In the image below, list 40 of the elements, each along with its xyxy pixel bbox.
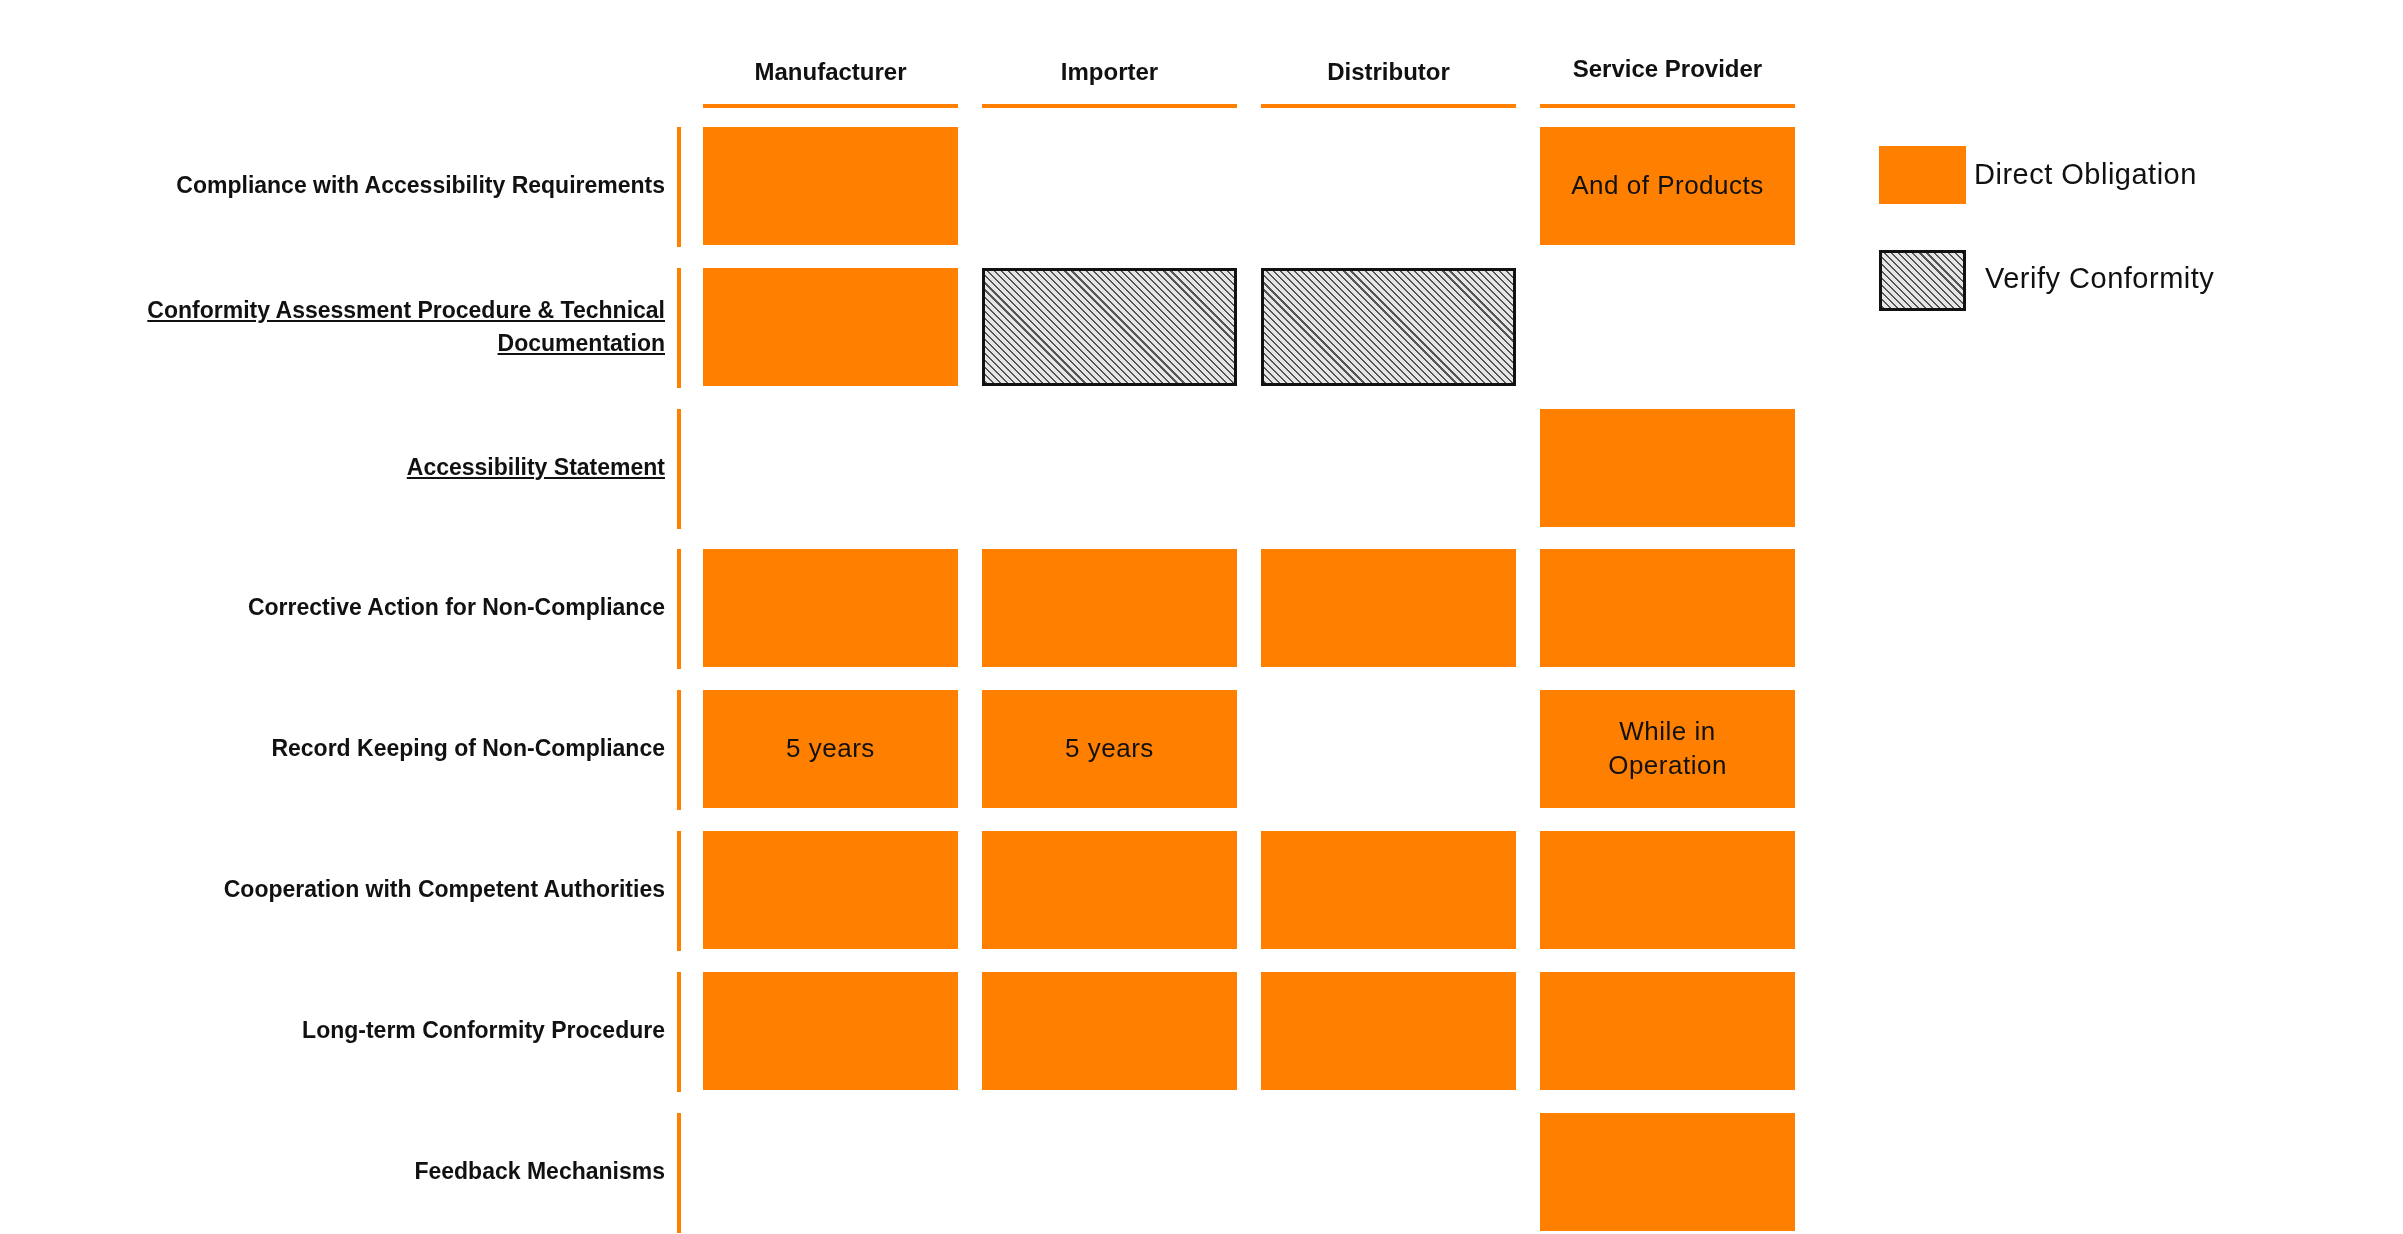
obligation-cell (982, 549, 1237, 667)
obligation-cell (703, 831, 958, 949)
legend-label: Verify Conformity (1985, 262, 2215, 295)
row-label-link: Conformity Assessment Procedure & Technical Documentation (146, 295, 665, 358)
obligation-cell (1261, 972, 1516, 1090)
obligation-cell (1261, 831, 1516, 949)
obligation-cell (1540, 127, 1795, 245)
column-header: Manufacturer (753, 58, 908, 86)
obligation-cell (1540, 1113, 1795, 1231)
row-label-link: Accessibility Statement (406, 453, 665, 483)
cell-note: And of Products (1571, 169, 1764, 203)
cell-note: 5 years (786, 732, 875, 766)
obligation-cell (982, 972, 1237, 1090)
column-header: Importer (1059, 58, 1160, 86)
obligation-cell (1540, 831, 1795, 949)
obligation-cell (1261, 549, 1516, 667)
column-header: Distributor (1326, 58, 1451, 86)
obligation-cell (982, 831, 1237, 949)
legend-label: Direct Obligation (1974, 158, 2197, 191)
row-label: Cooperation with Competent Authorities (223, 875, 665, 905)
obligation-cell (1540, 549, 1795, 667)
obligation-cell (1540, 409, 1795, 527)
row-label: Record Keeping of Non-Compliance (271, 734, 665, 764)
obligation-cell (1540, 690, 1795, 808)
obligation-cell (703, 972, 958, 1090)
row-label: Corrective Action for Non-Compliance (247, 593, 665, 623)
row-label: Feedback Mechanisms (414, 1157, 665, 1187)
column-header: Service Provider (1571, 55, 1764, 83)
obligation-cell (703, 690, 958, 808)
cell-note: While in Operation (1607, 715, 1728, 782)
obligation-cell (1540, 972, 1795, 1090)
row-label: Compliance with Accessibility Requirements (176, 171, 665, 201)
obligation-cell (703, 127, 958, 245)
obligation-cell (982, 690, 1237, 808)
obligation-cell (703, 549, 958, 667)
row-label: Long-term Conformity Procedure (302, 1016, 665, 1046)
obligation-cell (703, 268, 958, 386)
verify-conformity-cell (1261, 268, 1516, 386)
verify-conformity-cell (982, 268, 1237, 386)
cell-note: 5 years (1065, 732, 1154, 766)
